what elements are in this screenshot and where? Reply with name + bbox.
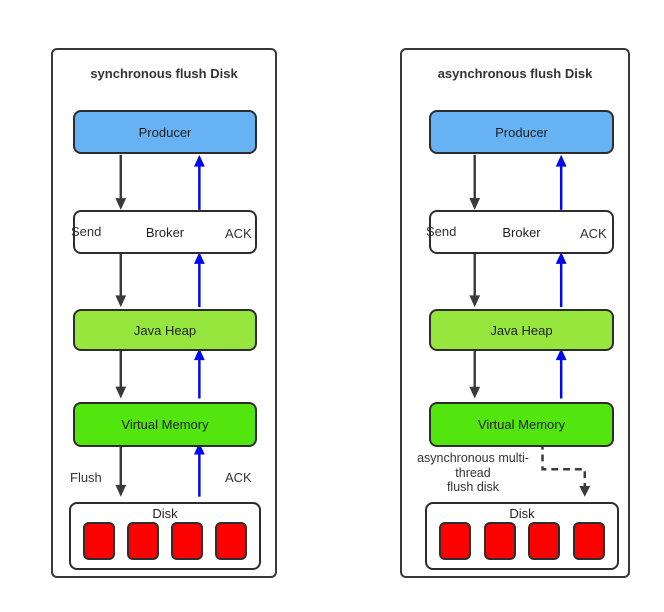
ack-heap-to-broker-arrow [555,252,567,308]
producer-box: Producer [429,110,614,154]
broker-box: Broker [73,210,257,254]
async-flush-note-line: asynchronous multi- [417,451,529,465]
producer-box: Producer [73,110,257,154]
disk-cell [483,522,516,560]
ack-vm-to-heap-arrow [193,348,205,399]
disk-cell [528,522,561,560]
send-arrow [115,154,127,210]
broker-to-heap-arrow [115,253,127,308]
ack-top-label: ACK [580,226,607,241]
flush-label: Flush [70,470,102,485]
async-flush-note: asynchronous multi- thread flush disk [406,451,540,495]
disk-cell [572,522,605,560]
flush-arrow [115,442,127,497]
send-arrow [469,154,481,210]
ack-bottom-label: ACK [225,470,252,485]
broker-to-heap-arrow [469,253,481,308]
disk-cell [83,522,115,560]
disk-cells [71,522,259,560]
disk-cells [427,522,617,560]
producer-label: Producer [495,124,548,140]
heap-to-vm-arrow [115,348,127,399]
disk-label: Disk [509,506,535,521]
heap-to-vm-arrow [469,348,481,399]
java-heap-label: Java Heap [133,322,197,338]
disk-box: Disk [425,502,619,570]
virtual-memory-box: Virtual Memory [73,402,257,447]
broker-label: Broker [145,224,185,240]
virtual-memory-label: Virtual Memory [477,417,566,432]
panel-synchronous-flush: synchronous flush Disk [51,48,277,578]
broker-box: Broker [429,210,614,254]
producer-label: Producer [138,124,192,140]
disk-cell [127,522,159,560]
disk-cell [439,522,472,560]
send-label: Send [71,224,102,239]
ack-heap-to-broker-arrow [193,252,205,308]
disk-label: Disk [152,506,178,521]
disk-cell [215,522,247,560]
ack-broker-to-producer-arrow [555,154,567,210]
disk-box: Disk [69,502,261,570]
async-flush-note-line: flush disk [446,480,500,494]
disk-cell [171,522,203,560]
virtual-memory-label: Virtual Memory [121,417,209,432]
panel-title-asynchronous: asynchronous flush Disk [437,66,593,81]
java-heap-box: Java Heap [73,309,257,351]
ack-top-label: ACK [225,226,252,241]
panel-asynchronous-flush: asynchronous flush Disk [400,48,630,578]
async-flush-dashed-arrow [541,442,591,497]
ack-disk-to-vm-arrow [193,442,205,497]
java-heap-label: Java Heap [490,322,553,338]
panel-title-synchronous: synchronous flush Disk [90,66,238,81]
broker-label: Broker [502,224,541,240]
ack-broker-to-producer-arrow [193,154,205,210]
ack-vm-to-heap-arrow [555,348,567,399]
send-label: Send [426,224,457,239]
async-flush-note-line: thread [455,465,491,480]
virtual-memory-box: Virtual Memory [429,402,614,447]
java-heap-box: Java Heap [429,309,614,351]
